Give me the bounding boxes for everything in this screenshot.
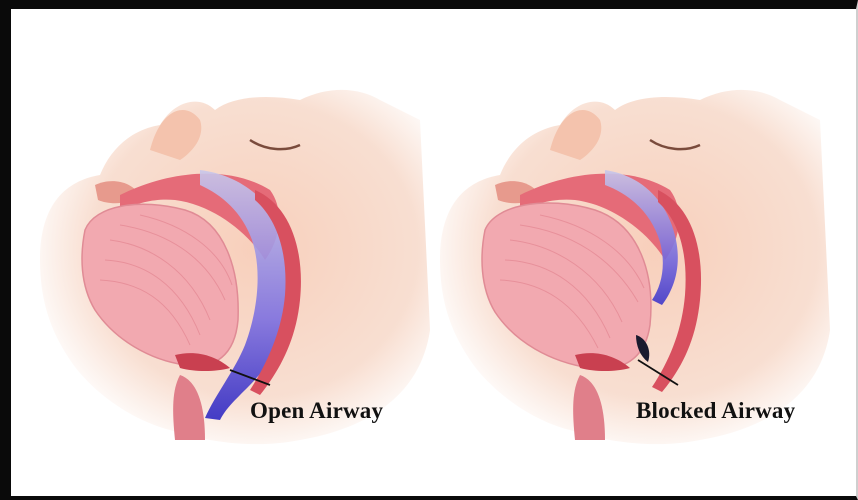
head-cross-section-open: [0, 0, 430, 500]
blocked-airway-label: Blocked Airway: [636, 398, 795, 424]
open-airway-illustration: [0, 0, 430, 500]
open-airway-label: Open Airway: [250, 398, 383, 424]
head-cross-section-blocked: [400, 0, 830, 500]
blocked-airway-illustration: [400, 0, 830, 500]
